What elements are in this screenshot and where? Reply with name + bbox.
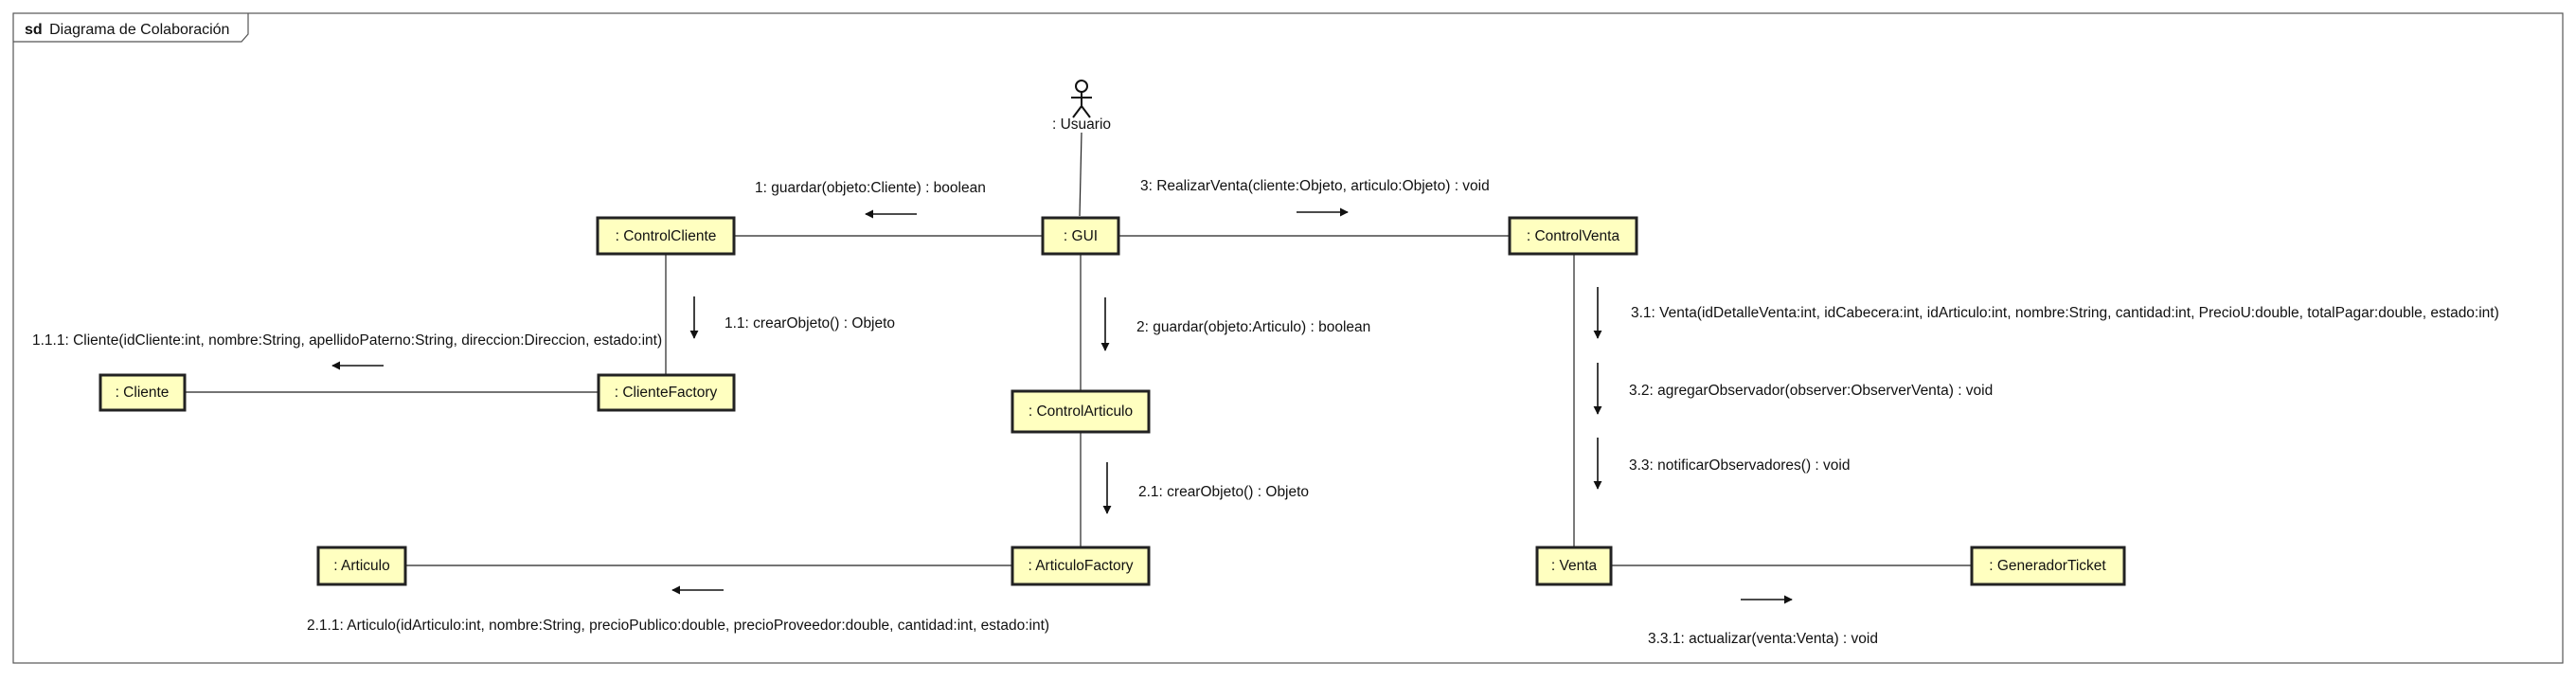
object-cliente: : Cliente [98, 373, 187, 412]
message-3: 3: RealizarVenta(cliente:Objeto, articul… [1140, 178, 1490, 194]
object-controlcliente: : ControlCliente [596, 216, 736, 256]
frame-kind: sd [25, 22, 43, 38]
actor-usuario: : Usuario [1052, 80, 1111, 133]
diagram-frame: sd Diagrama de Colaboración [12, 12, 2564, 664]
message-3-1: 3.1: Venta(idDetalleVenta:int, idCabecer… [1631, 305, 2499, 321]
object-clientefactory: : ClienteFactory [597, 373, 736, 412]
object-venta: : Venta [1535, 546, 1613, 586]
object-articulo: : Articulo [316, 546, 407, 586]
object-cliente-label: : Cliente [116, 385, 170, 401]
object-controlcliente-label: : ControlCliente [616, 228, 717, 244]
frame-title: Diagrama de Colaboración [49, 22, 229, 38]
object-venta-label: : Venta [1551, 558, 1598, 574]
actor-label: : Usuario [1052, 116, 1111, 133]
message-1-1: 1.1: crearObjeto() : Objeto [724, 315, 895, 332]
message-2: 2: guardar(objeto:Articulo) : boolean [1136, 319, 1370, 335]
message-3-2: 3.2: agregarObservador(observer:Observer… [1629, 383, 1993, 399]
object-controlarticulo-label: : ControlArticulo [1029, 403, 1133, 420]
message-3-3: 3.3: notificarObservadores() : void [1629, 457, 1850, 474]
object-controlarticulo: : ControlArticulo [1011, 389, 1151, 434]
links [185, 132, 1972, 566]
object-clientefactory-label: : ClienteFactory [615, 385, 718, 401]
svg-text:sd Diagrama de Colaborac: sd Diagrama de Colaboración [25, 22, 229, 38]
message-3-3-1: 3.3.1: actualizar(venta:Venta) : void [1648, 631, 1878, 647]
message-labels: 1: guardar(objeto:Cliente) : boolean 3: … [32, 178, 2499, 647]
object-articulo-label: : Articulo [333, 558, 389, 574]
object-controlventa: : ControlVenta [1508, 216, 1638, 256]
message-1: 1: guardar(objeto:Cliente) : boolean [755, 180, 986, 196]
message-arrows [331, 207, 1793, 604]
message-1-1-1: 1.1.1: Cliente(idCliente:int, nombre:Str… [32, 332, 662, 349]
object-gui-label: : GUI [1064, 228, 1098, 244]
object-gui: : GUI [1041, 216, 1120, 256]
object-generadorticket: : GeneradorTicket [1970, 546, 2126, 586]
object-controlventa-label: : ControlVenta [1527, 228, 1620, 244]
stick-figure-icon [1071, 80, 1092, 118]
object-articulofactory-label: : ArticuloFactory [1028, 558, 1133, 574]
link-usuario-gui [1079, 132, 1082, 217]
message-2-1-1: 2.1.1: Articulo(idArticulo:int, nombre:S… [307, 618, 1049, 634]
message-2-1: 2.1: crearObjeto() : Objeto [1138, 484, 1309, 500]
object-articulofactory: : ArticuloFactory [1011, 546, 1151, 586]
object-generadorticket-label: : GeneradorTicket [1989, 558, 2106, 574]
